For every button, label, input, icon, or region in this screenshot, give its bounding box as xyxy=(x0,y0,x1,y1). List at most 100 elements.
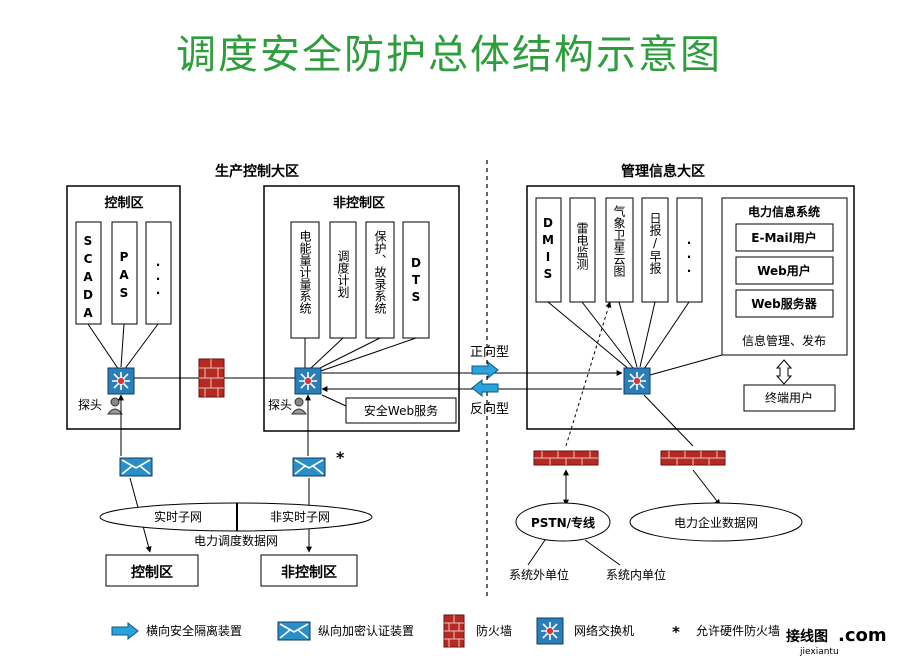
forward-isolation-icon xyxy=(471,360,499,380)
email-user-label: E-Mail用户 xyxy=(751,230,816,245)
mis-ellipsis-label: ··· xyxy=(682,236,696,278)
web-service-label: 安全Web服务 xyxy=(364,403,438,418)
bottom-noncontrol-box xyxy=(260,554,358,587)
inside-unit-label: 系统内单位 xyxy=(606,567,666,582)
switch-icon xyxy=(623,367,651,395)
mis-firewall-link xyxy=(643,394,694,447)
inside-link xyxy=(584,539,621,566)
lightning-label: 雷电监测 xyxy=(575,222,589,271)
legend-encryption-label: 纵向加密认证装置 xyxy=(318,623,414,638)
link-scada xyxy=(87,323,120,371)
satellite-dashed-link xyxy=(565,301,612,447)
control-zone-box xyxy=(66,185,181,430)
forward-label: 正向型 xyxy=(470,344,509,360)
legend-encryption-icon xyxy=(277,621,311,641)
pas-label: PAS xyxy=(117,250,131,304)
probe-label-noncontrol: 探头 xyxy=(268,398,292,412)
satellite-label: 气象卫星云图 xyxy=(612,204,626,277)
realtime-subnet-label: 实时子网 xyxy=(154,509,202,524)
nonrealtime-subnet-label: 非实时子网 xyxy=(270,509,330,524)
web-service-box xyxy=(345,397,457,424)
dts-label: DTS xyxy=(409,256,423,307)
link-plan xyxy=(310,337,344,369)
firewall-icon xyxy=(660,450,726,466)
firewall-icon xyxy=(533,450,599,466)
ellipsis-module xyxy=(145,221,172,325)
legend-hw-firewall-label: 允许硬件防火墙 xyxy=(696,623,780,638)
lightning-module xyxy=(569,197,596,303)
page-title: 调度安全防护总体结构示意图 xyxy=(176,32,722,78)
encryption-device-icon xyxy=(119,457,153,477)
reverse-isolation-icon xyxy=(471,378,499,398)
legend-isolation-label: 横向安全隔离装置 xyxy=(146,623,242,638)
link-protection xyxy=(315,337,381,371)
link-pas xyxy=(120,323,125,368)
scada-module xyxy=(75,221,102,325)
legend-firewall-icon xyxy=(443,614,465,648)
enterprise-link xyxy=(692,469,721,506)
control-ellipsis-label: ··· xyxy=(151,258,165,300)
firewall-icon xyxy=(198,358,225,398)
satellite-module xyxy=(605,197,634,303)
link-power-info xyxy=(649,354,723,376)
noncontrol-zone-box xyxy=(263,185,460,432)
outside-link xyxy=(527,539,546,566)
link-lightning xyxy=(581,301,634,369)
legend-isolation-icon xyxy=(111,621,139,641)
energy-meter-module xyxy=(290,221,320,339)
link-ellipsis xyxy=(123,323,159,371)
dmis-label: DMIS xyxy=(541,216,555,284)
energy-meter-label: 电能量计量系统 xyxy=(298,230,312,314)
link-web xyxy=(321,394,347,407)
legend-switch-label: 网络交换机 xyxy=(574,623,634,638)
legend-firewall-label: 防火墙 xyxy=(476,623,512,638)
link-dmis xyxy=(547,301,631,371)
watermark-logo: 接线图 .com jiexiantu xyxy=(786,625,887,656)
email-user-box xyxy=(735,223,834,252)
protection-module xyxy=(365,221,395,339)
web-user-box xyxy=(735,256,834,285)
probe-label-control: 探头 xyxy=(78,398,102,412)
management-zone-box xyxy=(526,185,855,430)
legend-asterisk: * xyxy=(672,623,680,641)
noncontrol-zone-label: 非控制区 xyxy=(333,195,385,211)
pstn-ellipse xyxy=(515,502,611,542)
protection-label: 保护、故录系统 xyxy=(373,230,387,314)
mis-ellipsis-module xyxy=(676,197,703,303)
bottom-control-box xyxy=(105,554,199,587)
enterprise-network-label: 电力企业数据网 xyxy=(674,515,758,530)
scada-label: SCADA xyxy=(81,234,95,324)
web-server-label: Web服务器 xyxy=(751,296,818,311)
dispatch-plan-label: 调度计划 xyxy=(336,250,350,298)
link-satellite xyxy=(618,301,638,368)
enterprise-network-ellipse xyxy=(629,502,803,542)
hw-firewall-asterisk: * xyxy=(336,448,345,467)
info-publish-label: 信息管理、发布 xyxy=(742,333,826,348)
pstn-label: PSTN/专线 xyxy=(531,515,595,530)
pas-module xyxy=(111,221,138,325)
terminal-user-label: 终端用户 xyxy=(765,390,813,405)
switch-icon xyxy=(107,367,135,395)
link-dts xyxy=(317,337,417,373)
reverse-label: 反向型 xyxy=(470,401,509,417)
legend-switch-icon xyxy=(536,617,564,645)
dispatch-network-label: 电力调度数据网 xyxy=(194,533,278,548)
outside-unit-label: 系统外单位 xyxy=(509,567,569,582)
dispatch-plan-module xyxy=(329,221,357,339)
control-zone-label: 控制区 xyxy=(104,195,143,211)
watermark-dotcom: .com xyxy=(838,625,887,646)
web-server-box xyxy=(735,289,834,318)
legend: 横向安全隔离装置 纵向加密认证装置 防火墙 网络交换机 * 允许硬件防火墙 xyxy=(111,614,780,648)
daily-report-module xyxy=(641,197,669,303)
web-user-label: Web用户 xyxy=(757,263,811,278)
bottom-noncontrol-label: 非控制区 xyxy=(281,564,337,581)
switch-icon xyxy=(294,367,322,395)
link-mis-ellipsis xyxy=(643,301,690,370)
encryption-device-icon xyxy=(292,457,326,477)
dmis-module xyxy=(535,197,562,303)
bottom-control-label: 控制区 xyxy=(131,564,173,581)
daily-report-label: 日报/早报 xyxy=(648,212,662,275)
terminal-user-box xyxy=(743,384,836,412)
bidirectional-arrow xyxy=(775,359,793,385)
